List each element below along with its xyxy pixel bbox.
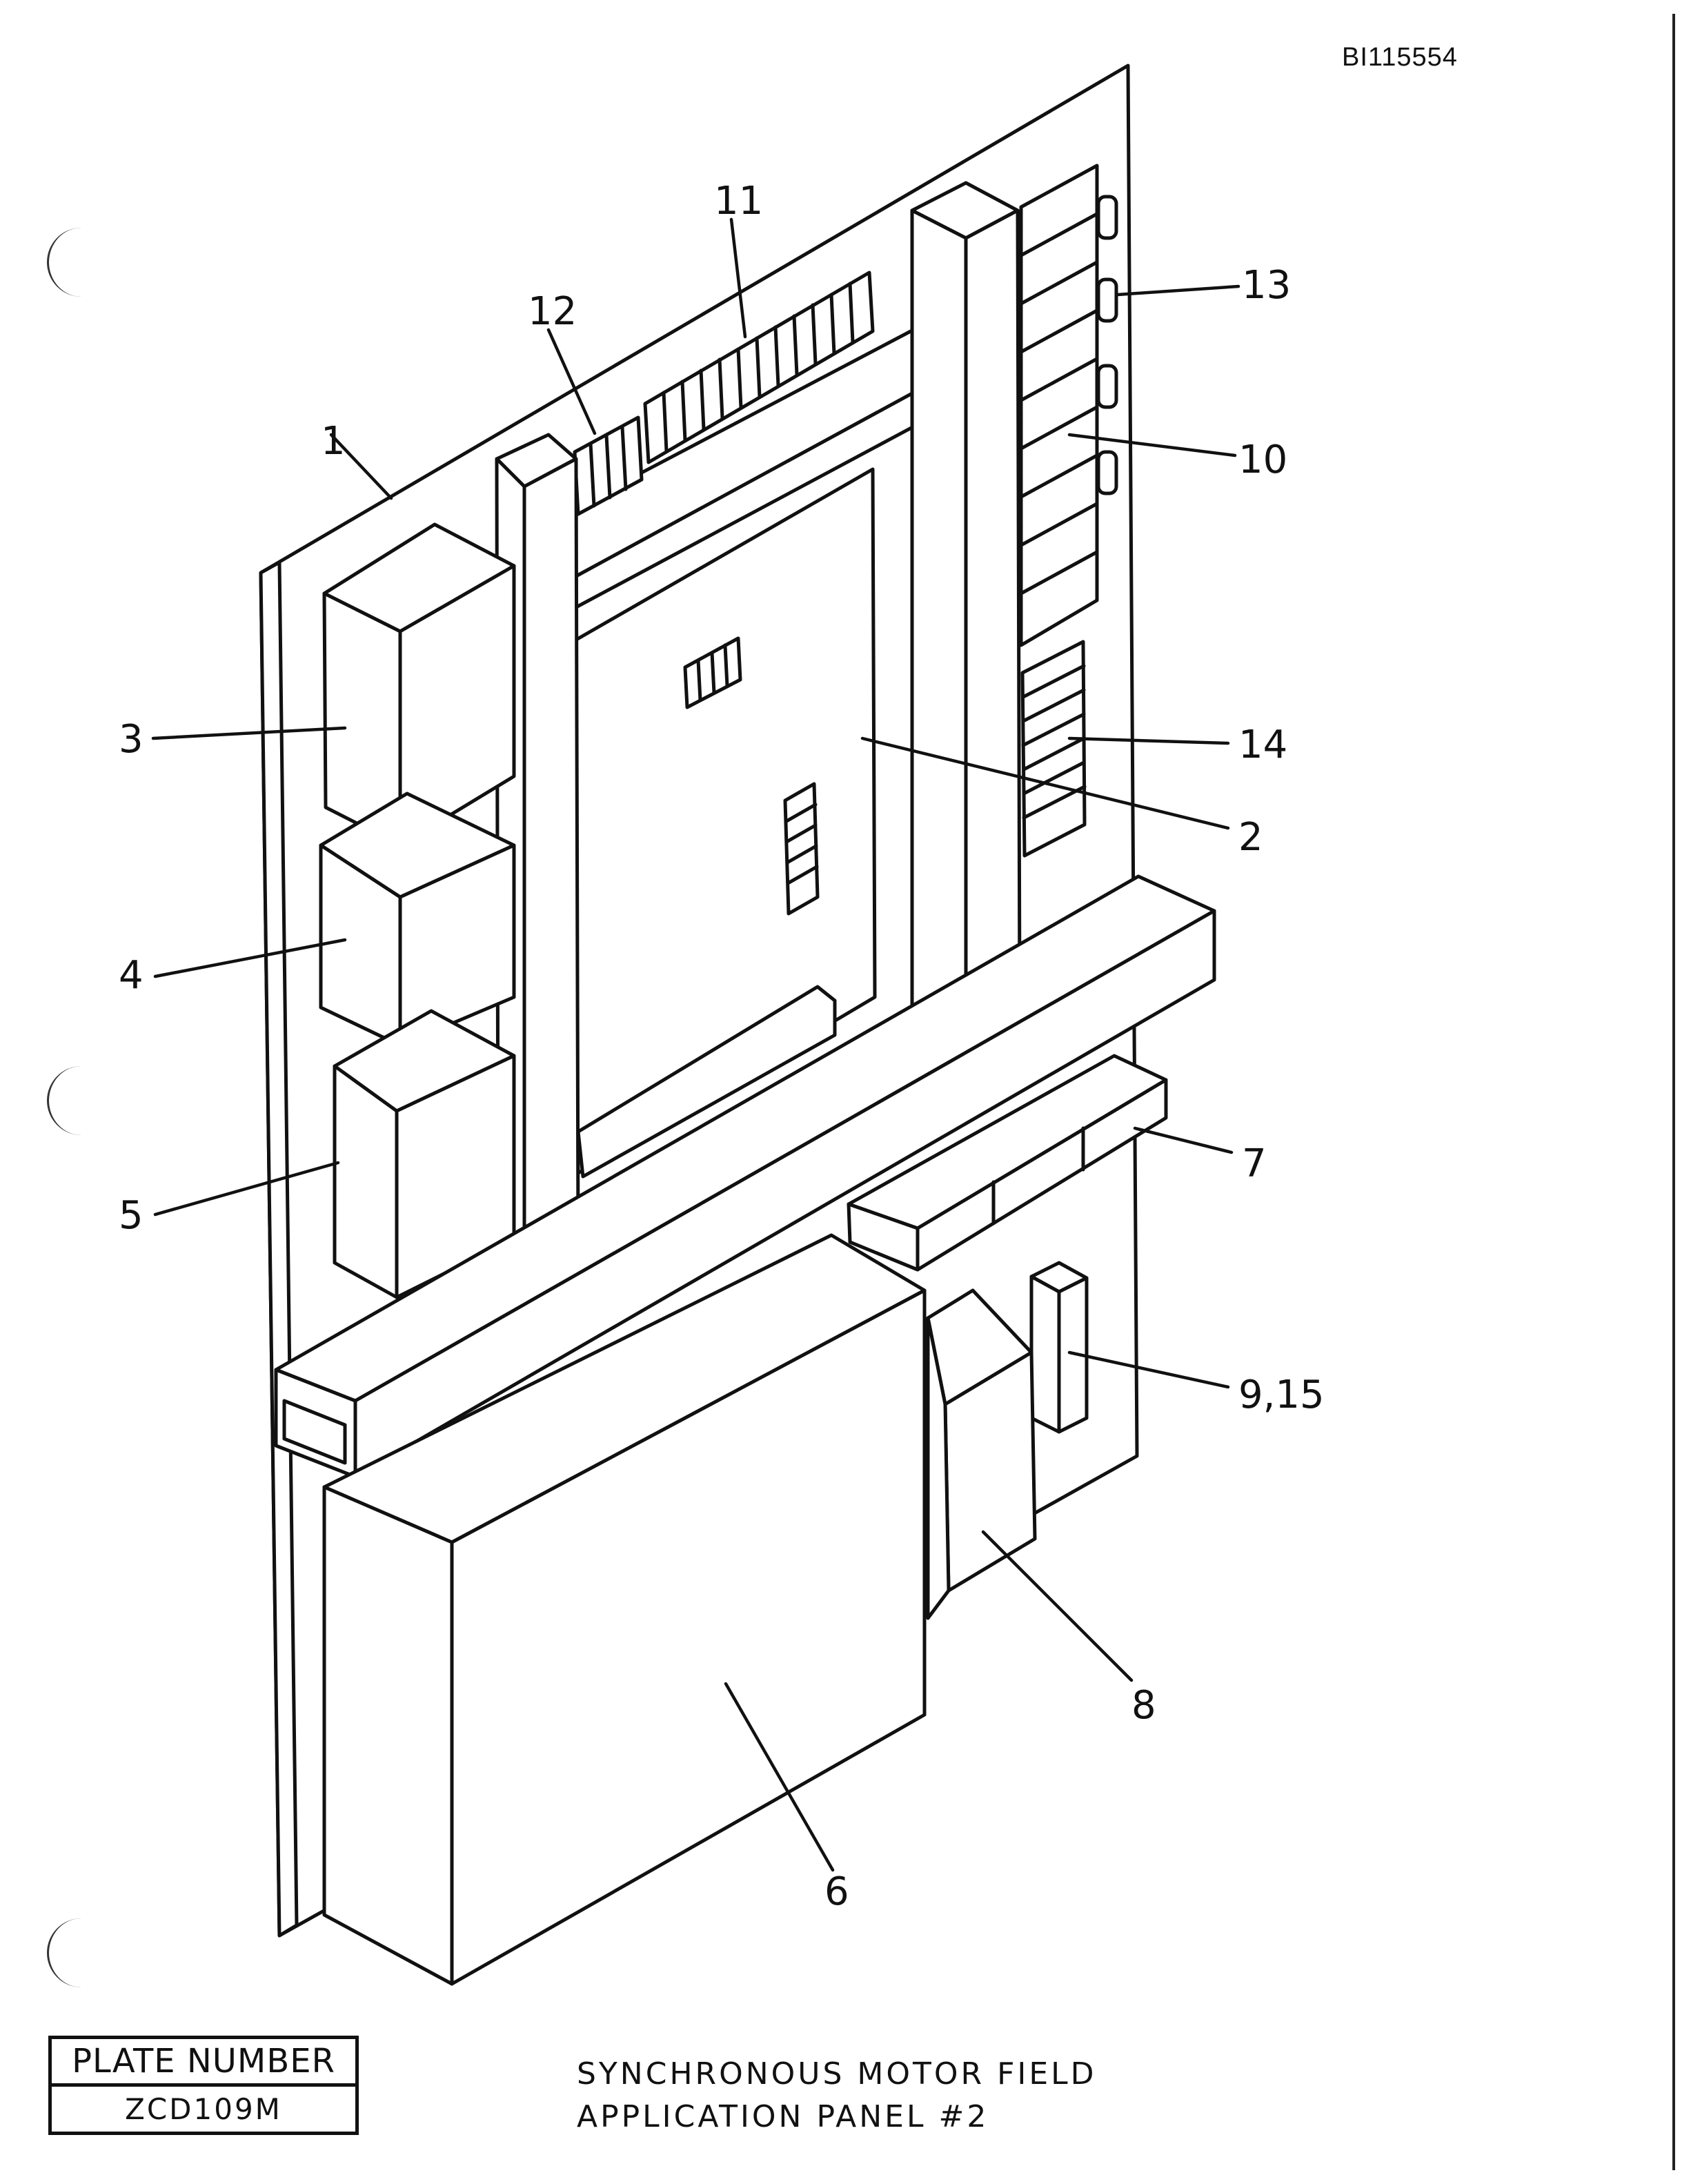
component-9-15: [1029, 1261, 1089, 1434]
callout-12: 12: [528, 289, 577, 334]
plate-number-value: ZCD109M: [125, 2092, 282, 2126]
callout-5: 5: [119, 1193, 144, 1238]
drawing-title: SYNCHRONOUS MOTOR FIELD APPLICATION PANE…: [577, 2053, 1097, 2138]
title-line-1: SYNCHRONOUS MOTOR FIELD: [577, 2056, 1097, 2092]
document-id: BI115554: [1342, 43, 1458, 72]
right-vertical-rail: [910, 181, 1022, 1041]
main-board: [571, 467, 877, 1179]
callout-8: 8: [1131, 1683, 1156, 1728]
callout-14: 14: [1238, 722, 1287, 767]
terminal-block-7: [847, 1054, 1168, 1272]
module-3: [322, 522, 516, 847]
terminal-strip-14: [1020, 640, 1087, 858]
callout-3: 3: [119, 717, 144, 762]
callout-10: 10: [1238, 437, 1287, 482]
binder-hole-middle: [47, 1066, 97, 1135]
callout-6: 6: [824, 1869, 849, 1914]
module-5: [333, 1009, 516, 1299]
binder-hole-bottom: [47, 1918, 97, 1987]
plate-number-box: PLATE NUMBER ZCD109M: [48, 2036, 359, 2135]
binder-hole-top: [47, 228, 97, 297]
callout-labels: 1 2 3 4 5 6 7 8 9,15 10 11 12 13 14: [119, 179, 1325, 1914]
callout-4: 4: [119, 953, 144, 998]
title-line-2: APPLICATION PANEL #2: [577, 2099, 989, 2134]
fuse-tabs-13: [1096, 195, 1118, 495]
enclosure-6: [322, 1233, 927, 1986]
callout-1: 1: [321, 419, 346, 464]
callout-13: 13: [1242, 263, 1291, 308]
module-4: [319, 791, 516, 1047]
callout-2: 2: [1238, 815, 1263, 860]
terminal-block-11: [643, 270, 875, 464]
callout-11: 11: [714, 179, 763, 224]
page-edge-line: [1672, 14, 1675, 2170]
component-8: [926, 1288, 1037, 1620]
leader-lines: [151, 217, 1240, 1872]
callout-7: 7: [1242, 1141, 1267, 1186]
terminal-strip-10: [1019, 164, 1099, 647]
plate-number-label: PLATE NUMBER: [52, 2039, 355, 2087]
callout-9-15: 9,15: [1238, 1373, 1325, 1417]
